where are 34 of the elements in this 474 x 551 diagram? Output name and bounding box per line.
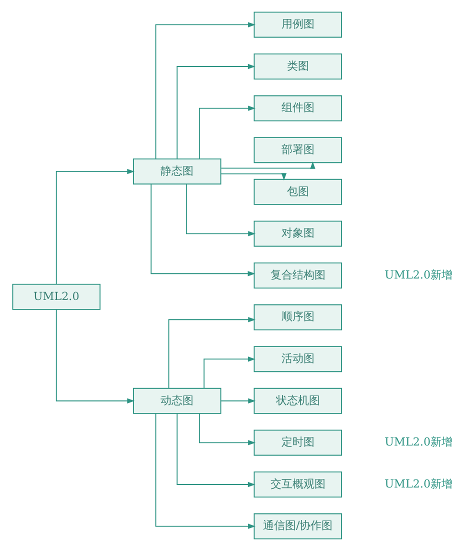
node-box: 定时图 xyxy=(253,430,342,456)
node-box: 状态机图 xyxy=(253,388,342,414)
node-box: 对象图 xyxy=(253,220,342,247)
arrow xyxy=(220,161,315,169)
node-box: 组件图 xyxy=(253,95,342,122)
node-box: 复合结构图 xyxy=(253,262,342,288)
node-box: 活动图 xyxy=(253,346,342,372)
arrow xyxy=(154,22,255,160)
node-box: 用例图 xyxy=(253,12,342,38)
arrow xyxy=(220,398,256,404)
arrow xyxy=(154,413,255,529)
node-box: 类图 xyxy=(253,54,342,80)
arrow xyxy=(55,309,134,404)
node-box: 部署图 xyxy=(253,137,342,164)
node-box: 包图 xyxy=(253,178,342,205)
node-box: 顺序图 xyxy=(253,304,342,330)
node-box: UML2.0 xyxy=(12,284,100,310)
arrow xyxy=(220,173,286,181)
arrow xyxy=(198,413,256,446)
arrow xyxy=(55,168,134,285)
node-box: 动态图 xyxy=(132,388,221,414)
arrow xyxy=(203,356,255,389)
arrow xyxy=(168,317,256,389)
node-label: UML2.0新增 xyxy=(384,477,452,490)
node-box: 交互概观图 xyxy=(253,472,342,498)
arrow xyxy=(150,184,255,276)
arrow xyxy=(176,413,255,488)
node-label: UML2.0新增 xyxy=(384,436,452,449)
node-box: 静态图 xyxy=(132,158,221,184)
arrow xyxy=(185,184,256,236)
arrow xyxy=(198,106,256,160)
arrow xyxy=(176,64,255,160)
node-label: UML2.0新增 xyxy=(384,268,452,282)
node-box: 通信图/协作图 xyxy=(253,513,342,540)
